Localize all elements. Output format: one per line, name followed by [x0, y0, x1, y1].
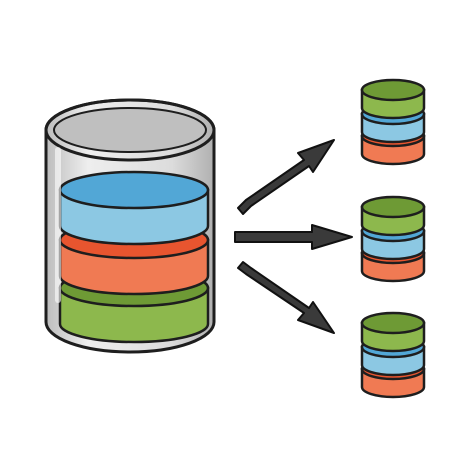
arrow-up-right-icon — [237, 139, 335, 215]
source-database-icon — [44, 98, 216, 354]
target-database-1 — [360, 78, 426, 166]
source-layer-stack — [58, 170, 210, 344]
source-layer-blue — [58, 170, 210, 246]
cylinder-inner-rim — [53, 107, 207, 153]
arrow-down-right-icon — [237, 261, 335, 334]
target-layer-green — [360, 195, 426, 237]
cylinder-top-rim — [44, 98, 216, 162]
target-layer-green — [360, 78, 426, 120]
target-database-2 — [360, 195, 426, 283]
arrow-right-icon — [234, 224, 353, 250]
target-database-3 — [360, 311, 426, 399]
target-layer-green — [360, 311, 426, 353]
